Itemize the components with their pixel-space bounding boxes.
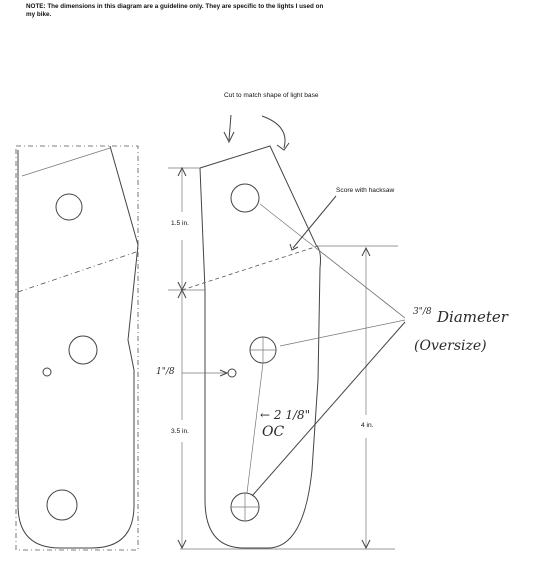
small-hole-fraction: 1"/8 — [156, 367, 175, 377]
right-upper-hole — [230, 183, 260, 213]
right-bracket — [180, 145, 395, 550]
score-label: Score with hacksaw — [336, 187, 395, 194]
left-template-outline — [17, 145, 139, 549]
right-fold-line — [181, 245, 319, 291]
left-template-border — [15, 145, 139, 551]
left-lower-hole — [46, 489, 78, 521]
left-cut-line — [21, 147, 111, 177]
right-bracket-outline — [199, 145, 321, 549]
diameter-label: Diameter — [437, 308, 508, 326]
dimension-right-label: 4 in. — [361, 422, 374, 429]
oversize-label: (Oversize) — [414, 338, 487, 354]
right-small-hole — [227, 368, 237, 378]
cut-label: Cut to match shape of light base — [224, 92, 319, 99]
left-upper-hole — [55, 193, 83, 221]
dimension-lines — [168, 166, 398, 550]
left-template — [15, 145, 139, 551]
dimension-note: NOTE: The dimensions in this diagram are… — [26, 3, 324, 18]
oc-label: OC — [262, 424, 285, 440]
diameter-fraction: 3"/8 — [413, 307, 432, 317]
left-small-hole — [42, 367, 52, 377]
dimension-bottom-label: 3.5 in. — [171, 428, 189, 435]
leader-lines — [182, 114, 406, 497]
dimension-top-label: 1.5 in. — [171, 220, 189, 227]
oc-spacing-label: ← 2 1/8" — [260, 408, 311, 422]
left-fold-line — [17, 251, 137, 293]
left-middle-hole — [68, 335, 98, 365]
hole-centerline — [246, 362, 264, 494]
